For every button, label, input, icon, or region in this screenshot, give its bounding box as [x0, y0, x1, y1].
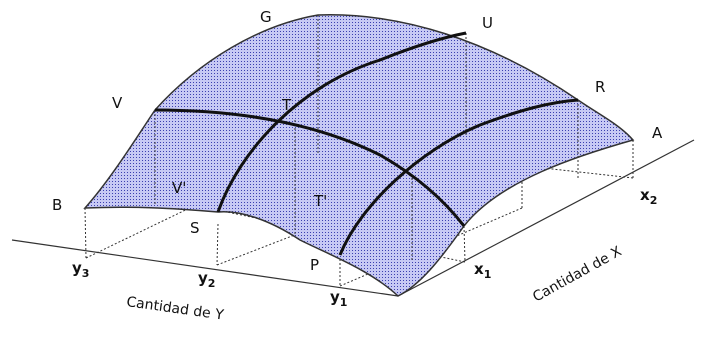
- tick-y1: y1: [330, 288, 347, 309]
- level-curve-S-T-U: [216, 31, 467, 213]
- tick-y2: y2: [198, 269, 215, 290]
- label-A: A: [652, 124, 663, 142]
- tick-y3: y3: [72, 259, 89, 280]
- tick-x2: x2: [640, 186, 657, 207]
- label-R: R: [595, 78, 605, 96]
- y-axis-line: [11, 239, 399, 297]
- tick-x1: x1: [474, 260, 491, 281]
- x-axis-line: [397, 139, 695, 297]
- level-curve-P-R: [338, 98, 579, 256]
- label-V-prime: V': [172, 179, 186, 197]
- label-S: S: [190, 219, 200, 237]
- level-curve-V-T-Tprime: [154, 108, 466, 227]
- label-T: T: [281, 96, 292, 114]
- label-U: U: [482, 14, 493, 32]
- production-surface: [83, 14, 635, 297]
- label-G: G: [260, 8, 272, 26]
- y-axis-title: Cantidad de Y: [125, 294, 225, 324]
- label-B: B: [52, 196, 62, 214]
- label-T-prime: T': [313, 192, 327, 210]
- label-V: V: [112, 94, 123, 112]
- x-axis-title: Cantidad de X: [530, 243, 625, 305]
- label-P: P: [310, 256, 319, 274]
